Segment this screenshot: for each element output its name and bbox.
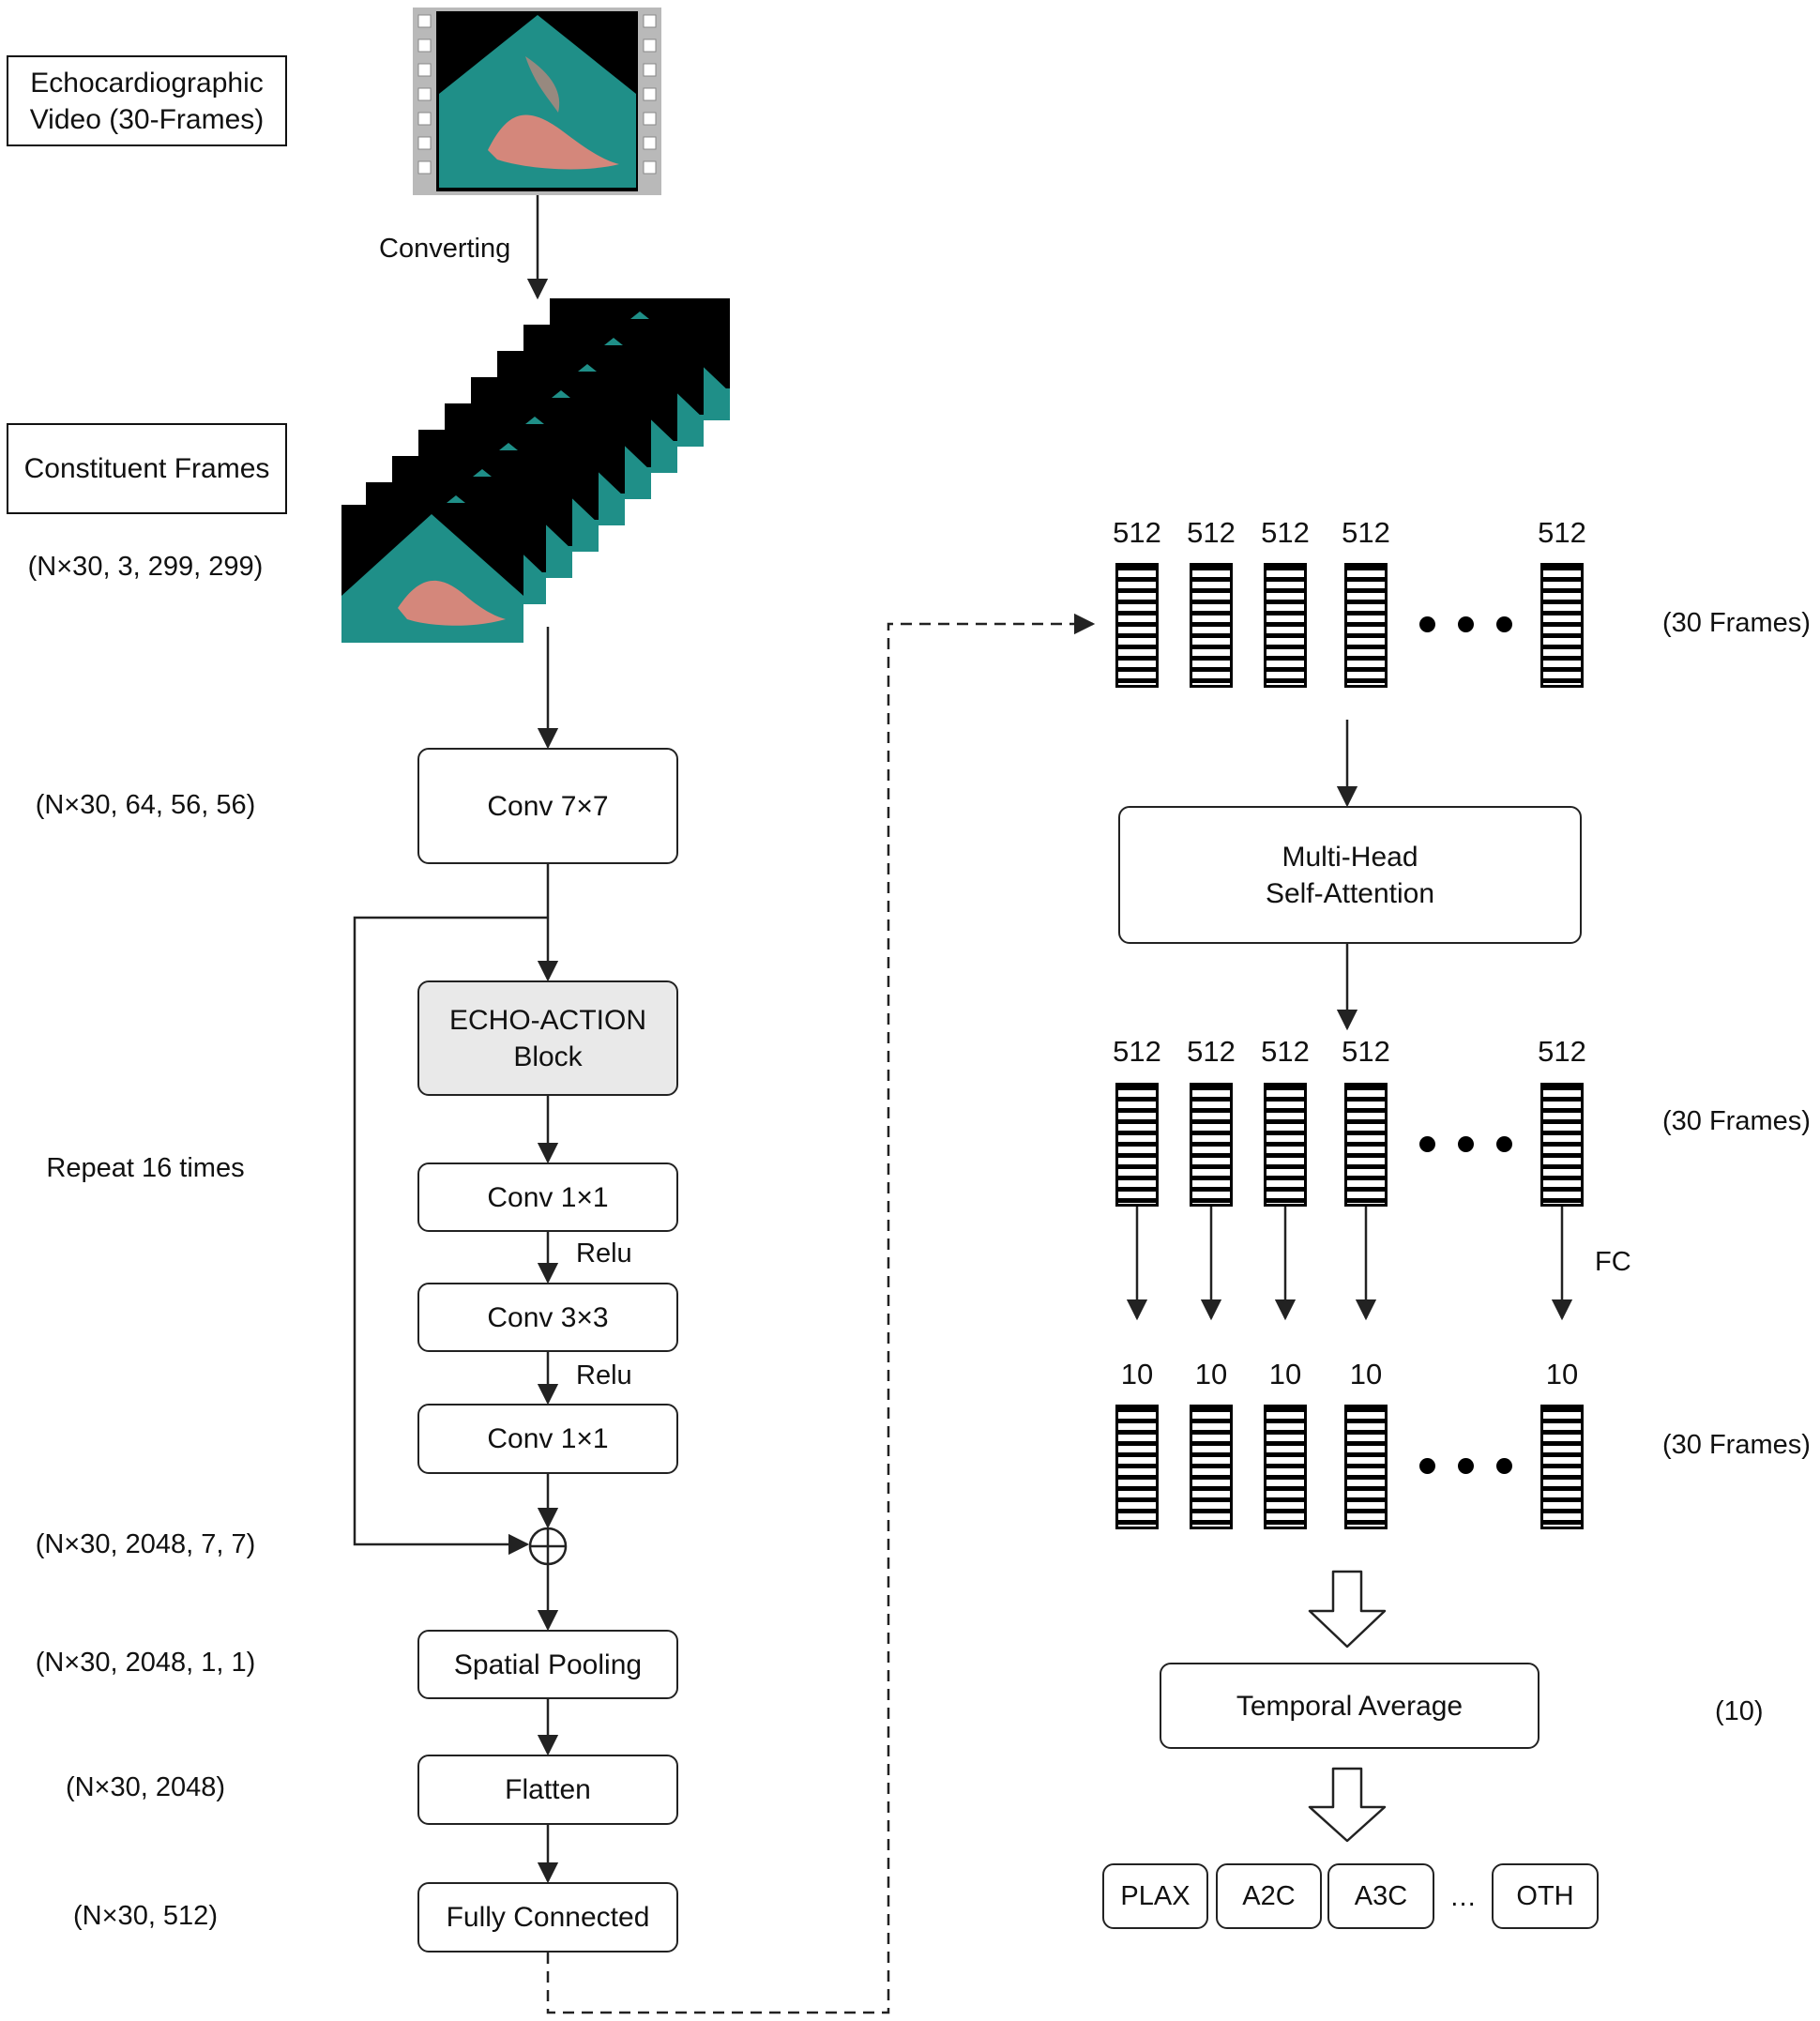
- avg-shape-label: (10): [1715, 1696, 1764, 1726]
- row2-ellipsis-dots: [1419, 1136, 1512, 1152]
- row2-dim-2: 512: [1187, 1035, 1236, 1068]
- converting-label: Converting: [379, 234, 511, 264]
- conv3-block: Conv 3×3: [417, 1283, 678, 1352]
- row3-feature-stack-1: [1115, 1405, 1159, 1529]
- output-class-oth: OTH: [1492, 1863, 1599, 1929]
- row2-feature-stack-3: [1264, 1083, 1307, 1207]
- output-class-plax-text: PLAX: [1120, 1880, 1191, 1911]
- row3-feature-stack-5: [1540, 1405, 1584, 1529]
- frames-label-a: (30 Frames): [1662, 608, 1811, 638]
- row2-dim-3: 512: [1261, 1035, 1310, 1068]
- row3-dim-4: 10: [1349, 1358, 1383, 1390]
- row3-ellipsis-dots: [1419, 1458, 1512, 1474]
- frames-shape-label: (N×30, 3, 299, 299): [27, 552, 264, 582]
- flatten-block: Flatten: [417, 1755, 678, 1825]
- temporal-average-block: Temporal Average: [1160, 1663, 1539, 1749]
- hollow-arrow-down-1: [1308, 1570, 1387, 1649]
- mhsa-text: Multi-Head Self-Attention: [1265, 841, 1435, 909]
- conv7-text: Conv 7×7: [487, 790, 609, 822]
- row1-feature-stack-2: [1190, 563, 1233, 688]
- input-video-text: Echocardiographic Video (30-Frames): [29, 67, 265, 135]
- spatial-pooling-text: Spatial Pooling: [453, 1649, 643, 1680]
- echo-action-text: ECHO-ACTION Block: [449, 1004, 646, 1072]
- constituent-frames-text: Constituent Frames: [23, 453, 270, 484]
- film-strip-icon: [413, 8, 661, 195]
- block-shape-label: (N×30, 2048, 7, 7): [35, 1529, 256, 1559]
- row3-feature-stack-2: [1190, 1405, 1233, 1529]
- row3-feature-stack-4: [1344, 1405, 1388, 1529]
- conv7-shape-label: (N×30, 64, 56, 56): [35, 790, 256, 820]
- add-operation-icon: [528, 1527, 568, 1566]
- row1-dim-2: 512: [1187, 516, 1236, 549]
- conv7-block: Conv 7×7: [417, 748, 678, 864]
- mhsa-block: Multi-Head Self-Attention: [1118, 806, 1582, 944]
- row1-dim-3: 512: [1261, 516, 1310, 549]
- output-class-a3c: A3C: [1327, 1863, 1434, 1929]
- row3-dim-3: 10: [1268, 1358, 1302, 1390]
- conv3-text: Conv 3×3: [487, 1301, 609, 1333]
- output-class-a3c-text: A3C: [1354, 1880, 1408, 1911]
- row1-feature-stack-3: [1264, 563, 1307, 688]
- row2-feature-stack-1: [1115, 1083, 1159, 1207]
- conv1a-text: Conv 1×1: [487, 1181, 609, 1213]
- flatten-shape-label: (N×30, 2048): [65, 1772, 226, 1802]
- conv1b-block: Conv 1×1: [417, 1404, 678, 1474]
- residual-skip-line: [353, 916, 548, 1556]
- row3-feature-stack-3: [1264, 1405, 1307, 1529]
- row2-feature-stack-5: [1540, 1083, 1584, 1207]
- row3-dim-1: 10: [1120, 1358, 1154, 1390]
- fc-label: FC: [1595, 1247, 1631, 1277]
- frames-label-c: (30 Frames): [1662, 1430, 1811, 1460]
- output-class-a2c-text: A2C: [1242, 1880, 1296, 1911]
- row1-dim-4: 512: [1342, 516, 1390, 549]
- output-ellipsis: …: [1449, 1882, 1477, 1912]
- row3-dim-5: 10: [1545, 1358, 1579, 1390]
- output-class-plax: PLAX: [1102, 1863, 1208, 1929]
- flatten-text: Flatten: [505, 1774, 591, 1805]
- hollow-arrow-down-2: [1308, 1767, 1387, 1843]
- input-video-label: Echocardiographic Video (30-Frames): [7, 55, 287, 146]
- frame-stack-icon: [341, 298, 730, 643]
- row1-ellipsis-dots: [1419, 616, 1512, 632]
- output-class-oth-text: OTH: [1516, 1880, 1574, 1911]
- fully-connected-text: Fully Connected: [446, 1902, 650, 1933]
- row1-feature-stack-4: [1344, 563, 1388, 688]
- row2-dim-4: 512: [1342, 1035, 1390, 1068]
- row1-dim-1: 512: [1113, 516, 1161, 549]
- row3-dim-2: 10: [1194, 1358, 1228, 1390]
- echo-action-block: ECHO-ACTION Block: [417, 980, 678, 1096]
- spatial-pooling-block: Spatial Pooling: [417, 1630, 678, 1699]
- temporal-average-text: Temporal Average: [1236, 1690, 1464, 1722]
- row1-feature-stack-5: [1540, 563, 1584, 688]
- frames-label-b: (30 Frames): [1662, 1106, 1811, 1136]
- conv1a-block: Conv 1×1: [417, 1162, 678, 1232]
- relu-label-2: Relu: [576, 1360, 632, 1390]
- conv1b-text: Conv 1×1: [487, 1423, 609, 1454]
- fully-connected-block: Fully Connected: [417, 1882, 678, 1953]
- output-class-a2c: A2C: [1216, 1863, 1322, 1929]
- dashed-connector: [546, 613, 1096, 2014]
- row2-feature-stack-4: [1344, 1083, 1388, 1207]
- row2-dim-5: 512: [1538, 1035, 1586, 1068]
- row1-feature-stack-1: [1115, 563, 1159, 688]
- repeat-label: Repeat 16 times: [46, 1153, 245, 1183]
- row2-feature-stack-2: [1190, 1083, 1233, 1207]
- row1-dim-5: 512: [1538, 516, 1586, 549]
- fc-shape-label: (N×30, 512): [73, 1901, 218, 1931]
- pool-shape-label: (N×30, 2048, 1, 1): [35, 1648, 256, 1678]
- constituent-frames-label: Constituent Frames: [7, 423, 287, 514]
- row2-dim-1: 512: [1113, 1035, 1161, 1068]
- relu-label-1: Relu: [576, 1238, 632, 1269]
